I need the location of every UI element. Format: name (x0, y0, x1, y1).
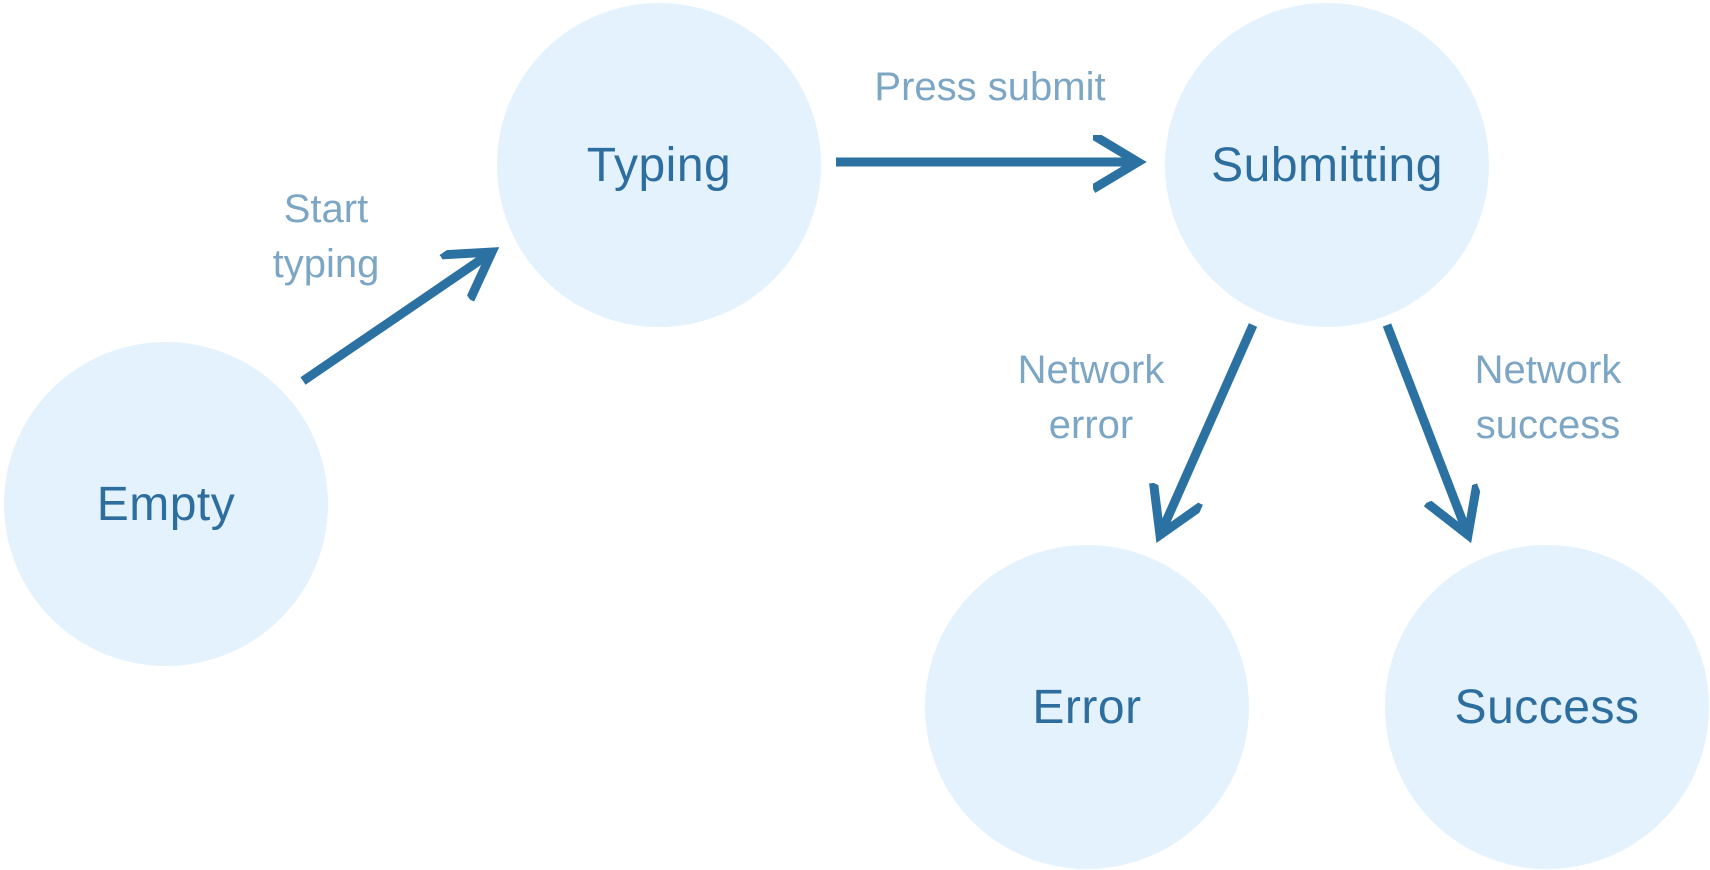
state-node-empty-label: Empty (96, 477, 236, 531)
state-node-success: Success (1385, 545, 1709, 869)
state-node-typing: Typing (497, 3, 821, 327)
state-node-submitting: Submitting (1165, 3, 1489, 327)
state-node-error-label: Error (1032, 680, 1142, 734)
edge-label-network-error: Network error (1017, 348, 1165, 447)
edge-label-start-typing: Start typing (272, 187, 380, 286)
state-node-success-label: Success (1454, 680, 1640, 734)
state-node-empty: Empty (4, 342, 328, 666)
state-node-error: Error (925, 545, 1249, 869)
edge-label-press-submit: Press submit (874, 65, 1106, 109)
edge-label-network-success: Network success (1474, 348, 1622, 447)
state-node-submitting-label: Submitting (1211, 138, 1443, 192)
state-node-typing-label: Typing (586, 138, 732, 192)
